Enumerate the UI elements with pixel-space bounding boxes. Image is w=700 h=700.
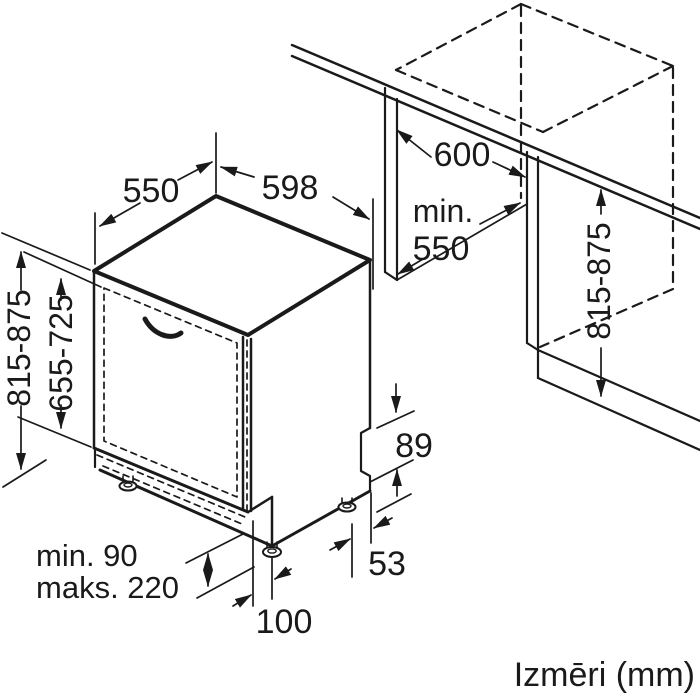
dim-machine-width: 598 [220,166,374,290]
dim-machine-width-label: 598 [262,169,319,207]
dishwasher-side-panel [359,258,372,493]
diagram-caption: Izmēri (mm) [514,656,695,694]
dim-plinth-height: min. 90 maks. 220 [36,533,255,605]
door-panel-dashed-outline [103,287,238,498]
adjustable-foot-left [118,475,138,492]
dim-plinth-height-min-label: min. 90 [36,538,138,573]
dim-niche-depth-word: min. [413,193,473,229]
niche-left-side-panel [383,86,399,282]
dim-machine-depth-label: 550 [123,172,180,210]
dim-worktop-depth: 600 [396,129,526,178]
dim-niche-depth: min. 550 [397,193,521,275]
dim-niche-height-right-label: 815-875 [581,222,617,339]
dim-rear-step-height: 89 [369,383,433,513]
niche-right-side-panel [525,150,540,380]
dim-door-panel-height: 655-725 [17,251,102,448]
dim-niche-height-left-label: 815-875 [1,289,37,406]
dim-rear-step-height-label: 89 [395,427,433,465]
cabinet-volume-dashed-outline [394,2,675,349]
dim-door-panel-height-label: 655-725 [43,294,79,411]
dishwasher [92,194,372,558]
adjustable-foot-right [337,497,357,513]
dim-plinth-height-max-label: maks. 220 [36,570,179,605]
adjustable-foot-front [262,541,282,558]
dim-rear-foot-offset: 53 [329,492,406,583]
worktop [290,43,700,231]
dim-niche-height-right: 815-875 [581,189,617,397]
dim-niche-height-left: 815-875 [1,232,91,488]
door-handle [142,316,184,339]
niche-floor-edge [396,203,528,281]
cabinet-plinth-strip [536,348,700,452]
dim-machine-depth: 550 [94,132,217,265]
dim-front-foot-inset: 100 [232,520,313,641]
dishwasher-side-fill [248,260,370,546]
dim-rear-foot-offset-label: 53 [368,545,406,583]
dishwasher-door [92,269,253,514]
dim-worktop-depth-label: 600 [434,136,491,174]
dim-niche-depth-value: 550 [413,230,470,268]
dim-front-foot-inset-label: 100 [256,603,313,641]
